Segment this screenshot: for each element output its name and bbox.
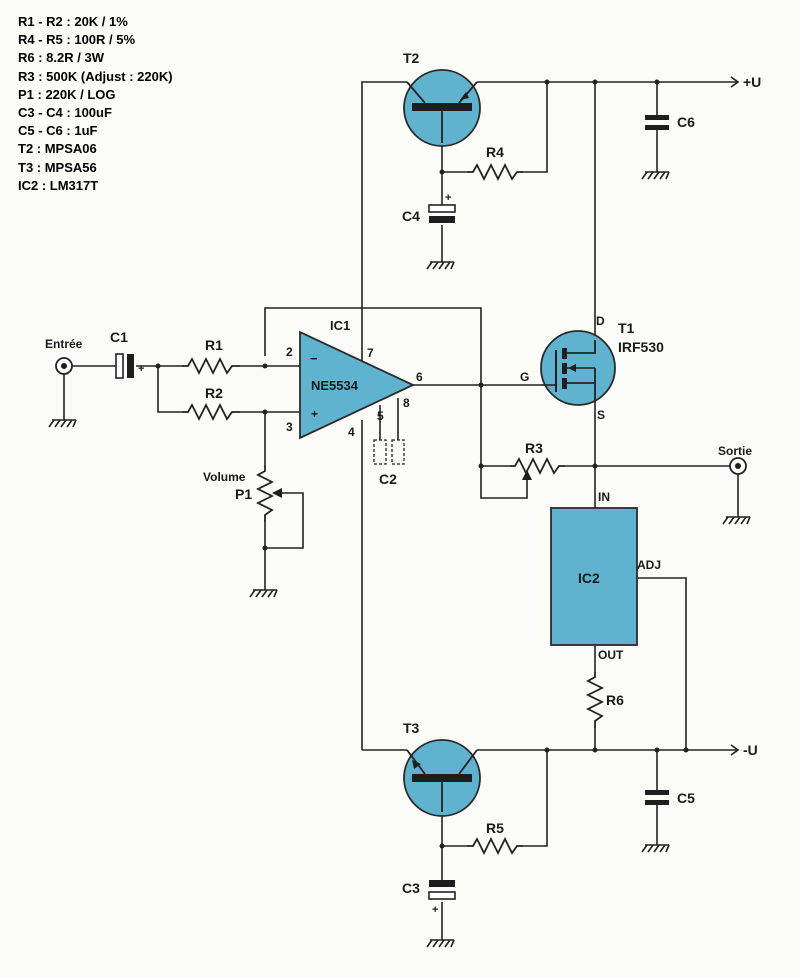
label-output: Sortie <box>718 444 752 458</box>
label-r5: R5 <box>486 820 504 836</box>
wiring <box>63 76 740 940</box>
ground-output-icon <box>722 516 751 525</box>
label-supply-pos: +U <box>743 74 761 90</box>
parts-list-line: T2 : MPSA06 <box>18 141 97 157</box>
label-ic2-in: IN <box>598 490 610 504</box>
capacitor-c6 <box>645 115 669 130</box>
label-ic1-part: NE5534 <box>311 378 359 393</box>
label-pin-minus: − <box>310 351 318 366</box>
label-c6: C6 <box>677 114 695 130</box>
ground-c6-icon <box>641 171 670 180</box>
resistor-r1 <box>182 356 240 376</box>
label-pin-4: 4 <box>348 425 355 439</box>
potentiometer-p1 <box>255 465 275 522</box>
label-r6: R6 <box>606 692 624 708</box>
label-pin-3: 3 <box>286 420 293 434</box>
label-ic2-adj: ADJ <box>637 558 661 572</box>
capacitor-c3 <box>428 880 456 900</box>
label-r4: R4 <box>486 144 504 160</box>
label-ic2-out: OUT <box>598 648 624 662</box>
label-r1: R1 <box>205 337 223 353</box>
parts-list-line: R3 : 500K (Adjust : 220K) <box>18 68 173 84</box>
label-c5: C5 <box>677 790 695 806</box>
transistor-t2 <box>403 69 481 147</box>
parts-list-line: R6 : 8.2R / 3W <box>18 50 104 66</box>
label-pin-6: 6 <box>416 370 423 384</box>
label-pin-5: 5 <box>377 409 384 423</box>
resistor-r2 <box>182 402 240 422</box>
parts-list-line: C5 - C6 : 1uF <box>18 123 98 139</box>
resistor-r4 <box>467 162 523 182</box>
label-mos-s: S <box>597 408 605 422</box>
ground-c3-icon <box>426 939 455 948</box>
parts-list-line: C3 - C4 : 100uF <box>18 105 112 121</box>
parts-list: R1 - R2 : 20K / 1% R4 - R5 : 100R / 5% R6 … <box>18 13 173 195</box>
label-pin-8: 8 <box>403 396 410 410</box>
transistor-t3 <box>403 739 481 817</box>
label-t2: T2 <box>403 50 420 66</box>
label-pin-plus: + <box>311 407 318 421</box>
label-c3-plus: + <box>432 904 438 916</box>
label-mos-g: G <box>520 370 529 384</box>
label-r3: R3 <box>525 440 543 456</box>
parts-list-line: R1 - R2 : 20K / 1% <box>18 14 128 29</box>
resistor-r5 <box>467 836 523 856</box>
label-r2: R2 <box>205 385 223 401</box>
label-t1-part: IRF530 <box>618 339 664 355</box>
p1-wiper-icon <box>272 488 282 498</box>
parts-list-line: T3 : MPSA56 <box>18 159 97 175</box>
label-c1: C1 <box>110 329 128 345</box>
output-jack-icon <box>729 457 747 475</box>
capacitor-c4 <box>428 204 456 223</box>
label-c4-plus: + <box>445 192 451 204</box>
resistor-r6 <box>585 672 605 728</box>
label-p1: P1 <box>235 486 252 502</box>
label-c2: C2 <box>379 471 397 487</box>
capacitor-c1 <box>115 353 134 379</box>
label-input: Entrée <box>45 337 83 351</box>
mosfet-t1 <box>540 330 616 406</box>
parts-list-line: R4 - R5 : 100R / 5% <box>18 32 136 48</box>
label-c4: C4 <box>402 208 420 224</box>
ground-input-icon <box>48 419 77 428</box>
label-ic2: IC2 <box>578 570 600 586</box>
junction-dots <box>155 79 689 849</box>
ground-p1-icon <box>249 589 278 598</box>
input-jack-icon <box>55 357 73 375</box>
label-supply-neg: -U <box>743 742 758 758</box>
ground-c5-icon <box>641 844 670 853</box>
label-volume: Volume <box>203 470 246 484</box>
regulator-ic2 <box>550 507 638 646</box>
label-pin-2: 2 <box>286 345 293 359</box>
label-c3: C3 <box>402 880 420 896</box>
resistor-r3 <box>510 456 565 476</box>
parts-list-line: P1 : 220K / LOG <box>18 86 116 102</box>
capacitor-c2 <box>373 439 405 465</box>
label-pin-7: 7 <box>367 346 374 360</box>
opamp-ic1 <box>299 330 416 440</box>
label-ic1: IC1 <box>330 318 350 333</box>
parts-list-line: IC2 : LM317T <box>18 177 99 193</box>
r3-wiper-icon <box>522 470 532 480</box>
label-t1: T1 <box>618 320 635 336</box>
label-t3: T3 <box>403 720 420 736</box>
label-c1-plus: + <box>138 363 144 375</box>
label-mos-d: D <box>596 314 605 328</box>
ground-c4-icon <box>426 261 455 270</box>
capacitor-c5 <box>645 790 669 805</box>
